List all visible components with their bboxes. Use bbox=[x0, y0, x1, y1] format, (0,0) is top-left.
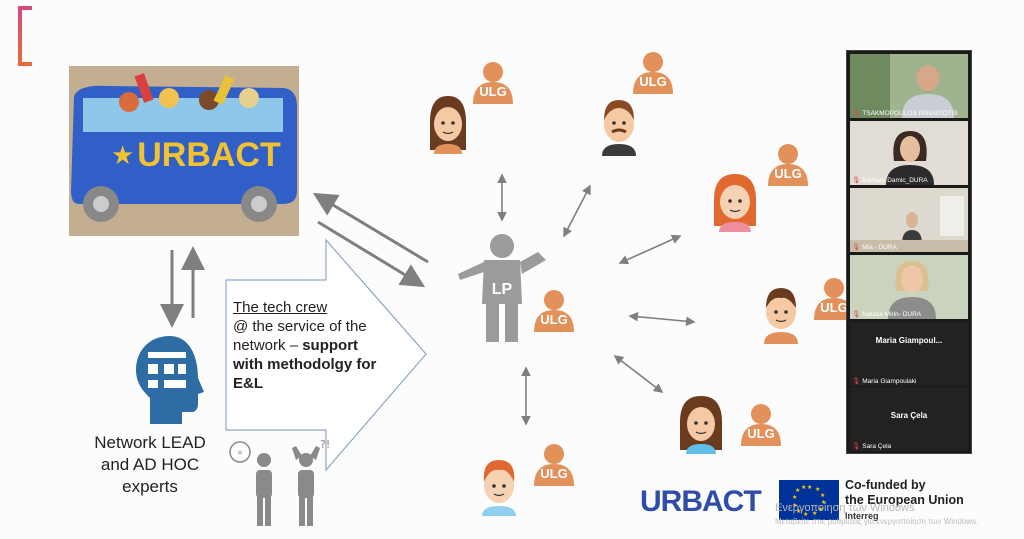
slide-bracket-decoration bbox=[18, 6, 32, 66]
svg-text:★: ★ bbox=[795, 487, 800, 494]
eu-stars: ★★★★ ★★★★ ★★★★ bbox=[792, 484, 826, 518]
svg-text:★: ★ bbox=[821, 499, 826, 506]
svg-text:★: ★ bbox=[820, 492, 825, 499]
network-lead-line3: experts bbox=[122, 477, 178, 496]
video-tile-4[interactable]: 🎙Natasa Mirin- DURA bbox=[850, 255, 968, 319]
tech-crew-arrow-shape bbox=[225, 238, 427, 472]
participant-name-4: 🎙Natasa Mirin- DURA bbox=[852, 311, 922, 318]
avatar-woman-red-icon bbox=[714, 174, 756, 232]
interreg-label: Interreg bbox=[845, 511, 879, 521]
bus-logo-text: URBACT bbox=[137, 136, 281, 174]
lp-label: LP bbox=[492, 281, 513, 298]
urbact-logo: URBACT bbox=[640, 485, 762, 518]
cofunded-line2: the European Union bbox=[845, 493, 964, 507]
ulg-badge-lp: ULG bbox=[532, 288, 576, 334]
urbact-bus-image: URBACT ★ bbox=[69, 66, 299, 236]
svg-text:★: ★ bbox=[792, 502, 797, 509]
lp-person-icon: LP bbox=[458, 234, 546, 342]
windows-activation-watermark: Ενεργοποίηση των Windows bbox=[775, 502, 915, 514]
windows-activation-subtext: Μεταβείτε στις ρυθμίσεις για ενεργοποίησ… bbox=[775, 517, 979, 526]
brain-head-icon bbox=[136, 336, 204, 424]
video-tile-3[interactable]: 🎙Mia - DURA bbox=[850, 188, 968, 252]
ulg-label: ULG bbox=[820, 300, 848, 315]
tech-crew-text: The tech crew @ the service of the netwo… bbox=[233, 298, 403, 393]
video-tile-1[interactable]: 🎙TSAKMOPOULOS PANAGIOTIS bbox=[850, 54, 968, 118]
participant-video-3 bbox=[850, 188, 968, 252]
camera-off-title-1: Maria Giampoul... bbox=[875, 336, 943, 345]
svg-text:★: ★ bbox=[812, 510, 817, 517]
network-lead-line1: Network LEAD bbox=[94, 433, 206, 452]
arrow-lp-bottomright bbox=[613, 355, 664, 393]
ulg-badge-2: ULG bbox=[631, 50, 675, 96]
tech-crew-line1: @ the service of the bbox=[233, 318, 367, 335]
tech-crew-line4: E&L bbox=[233, 375, 263, 392]
eu-flag-icon: ★★★★ ★★★★ ★★★★ bbox=[779, 480, 839, 520]
bus-illustration: URBACT ★ bbox=[69, 66, 299, 236]
svg-text:★: ★ bbox=[818, 506, 823, 513]
tech-crew-line3: with methodolgy for bbox=[233, 356, 377, 373]
tech-crew-line2-bold: support bbox=[302, 337, 359, 354]
cofunded-line1: Co-funded by bbox=[845, 478, 926, 492]
ulg-label: ULG bbox=[747, 426, 775, 441]
cofunded-text: Co-funded by the European Union bbox=[845, 478, 964, 508]
ulg-label: ULG bbox=[639, 74, 667, 89]
arrow-lp-right bbox=[618, 234, 682, 265]
mic-muted-icon: 🎙 bbox=[852, 110, 861, 117]
avatar-man-mustache-icon bbox=[602, 100, 636, 156]
arrow-to-lp bbox=[317, 220, 426, 288]
tech-crew-title: The tech crew bbox=[233, 299, 328, 316]
ulg-badge-4: ULG bbox=[812, 276, 856, 322]
bus-star-icon: ★ bbox=[111, 140, 134, 170]
idea-mark: ∘ bbox=[237, 446, 244, 459]
ulg-badge-5: ULG bbox=[739, 402, 783, 448]
avatar-boy-orange-icon bbox=[482, 460, 516, 516]
network-lead-label: Network LEAD and AD HOC experts bbox=[80, 432, 220, 498]
svg-text:★: ★ bbox=[803, 511, 808, 518]
ulg-badge-3: ULG bbox=[766, 142, 810, 188]
ulg-badge-1: ULG bbox=[471, 60, 515, 106]
arrow-lp-topright bbox=[563, 184, 591, 238]
camera-off-name-2: 🎙Sara Çela bbox=[852, 443, 892, 450]
thinking-people-icon: ∘ ?! bbox=[229, 438, 330, 526]
arrow-lp-right2 bbox=[628, 311, 696, 327]
svg-text:★: ★ bbox=[807, 484, 812, 491]
question-mark: ?! bbox=[320, 438, 330, 451]
participant-video-2 bbox=[850, 121, 968, 185]
avatar-woman-long-hair-icon bbox=[680, 396, 722, 454]
video-tile-camera-off-1[interactable]: Maria Giampoul... 🎙Maria Giampoulaki bbox=[850, 322, 968, 386]
avatar-boy-brown-icon bbox=[764, 288, 798, 344]
network-lead-line2: and AD HOC bbox=[100, 455, 200, 474]
participant-video-1 bbox=[850, 54, 968, 118]
svg-text:★: ★ bbox=[792, 494, 797, 501]
svg-text:★: ★ bbox=[815, 486, 820, 493]
ulg-badge-shape bbox=[473, 62, 513, 104]
tech-crew-line2-prefix: network – bbox=[233, 337, 303, 354]
video-tile-camera-off-2[interactable]: Sara Çela 🎙Sara Çela bbox=[850, 387, 968, 451]
video-call-panel: 🎙TSAKMOPOULOS PANAGIOTIS 🎙Barbara Damic_… bbox=[846, 50, 972, 454]
arrow-to-bus bbox=[312, 192, 429, 264]
camera-off-title-2: Sara Çela bbox=[890, 411, 928, 420]
ulg-label: ULG bbox=[479, 84, 507, 99]
ulg-label: ULG bbox=[540, 466, 568, 481]
ulg-label: ULG bbox=[540, 312, 568, 327]
ulg-badge-6: ULG bbox=[532, 442, 576, 488]
participant-name-2: 🎙Barbara Damic_DURA bbox=[852, 177, 928, 184]
svg-text:★: ★ bbox=[801, 484, 806, 491]
svg-text:★: ★ bbox=[796, 508, 801, 515]
participant-name-1: 🎙TSAKMOPOULOS PANAGIOTIS bbox=[852, 110, 958, 117]
camera-off-name-1: 🎙Maria Giampoulaki bbox=[852, 378, 917, 385]
ulg-label: ULG bbox=[774, 166, 802, 181]
avatar-woman-brown-icon bbox=[430, 96, 466, 154]
video-tile-2[interactable]: 🎙Barbara Damic_DURA bbox=[850, 121, 968, 185]
participant-name-3: 🎙Mia - DURA bbox=[852, 244, 897, 251]
participant-video-4 bbox=[850, 255, 968, 319]
